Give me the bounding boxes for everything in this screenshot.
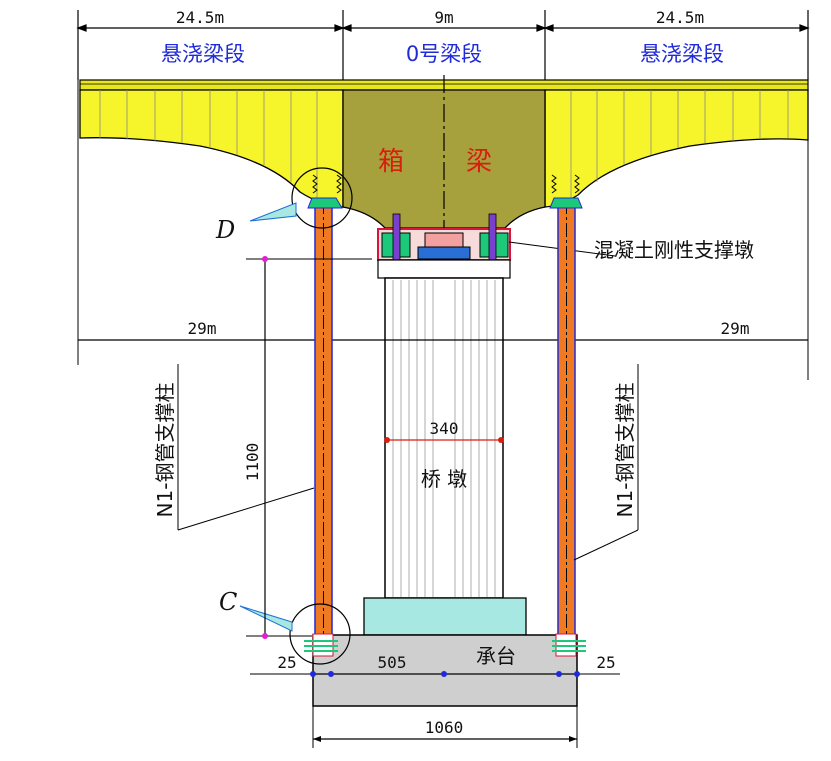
- cantilever-segment-lines: [99, 90, 789, 198]
- detail-label-d: D: [215, 216, 235, 244]
- steel-column-label-right: N1-钢管支撑柱: [613, 383, 637, 518]
- cantilever-right: [544, 89, 809, 208]
- steel-column-label-left: N1-钢管支撑柱: [153, 383, 177, 518]
- detail-label-c: C: [219, 588, 237, 616]
- dim-span-right: 29m: [721, 319, 750, 338]
- pile-cap: [312, 634, 578, 707]
- dim-pier-width: 340: [430, 419, 459, 438]
- dim-span-left: 29m: [188, 319, 217, 338]
- detail-circle-d: [291, 167, 353, 229]
- dim-middle-length: 9m: [434, 8, 453, 27]
- top-spring-devices: [312, 174, 580, 194]
- support-piers: [377, 213, 511, 279]
- dim-right-length: 24.5m: [656, 8, 704, 27]
- cap-label: 承台: [476, 644, 516, 668]
- cantilever-left: [79, 89, 344, 208]
- detail-circle-c: [289, 603, 351, 665]
- dim-half-cap: 505: [378, 653, 407, 672]
- segment-left-label: 悬浇梁段: [161, 42, 245, 66]
- dim-cap-width: 1060: [425, 718, 464, 737]
- support-pier-label: 混凝土刚性支撑墩: [594, 238, 754, 262]
- dim-height: 1100: [243, 443, 262, 482]
- segment-right-label: 悬浇梁段: [640, 42, 724, 66]
- dim-right-offset: 25: [596, 653, 615, 672]
- segment-middle-label: 0号梁段: [406, 42, 482, 66]
- box-girder-char1: 箱: [378, 147, 404, 177]
- top-dimension-line: [76, 10, 810, 80]
- pier-label: 桥 墩: [421, 467, 467, 491]
- dim-left-length: 24.5m: [176, 8, 224, 27]
- pier-plinth: [363, 597, 527, 636]
- dim-left-offset: 25: [277, 653, 296, 672]
- steel-column-right: [549, 197, 583, 657]
- pier-column: [384, 277, 504, 599]
- detail-pointer-c: [239, 605, 293, 632]
- steel-column-left: [307, 197, 343, 657]
- box-girder-char2: 梁: [466, 147, 492, 177]
- detail-pointer-d: [249, 202, 297, 222]
- bottom-anchor-devices: [304, 640, 586, 652]
